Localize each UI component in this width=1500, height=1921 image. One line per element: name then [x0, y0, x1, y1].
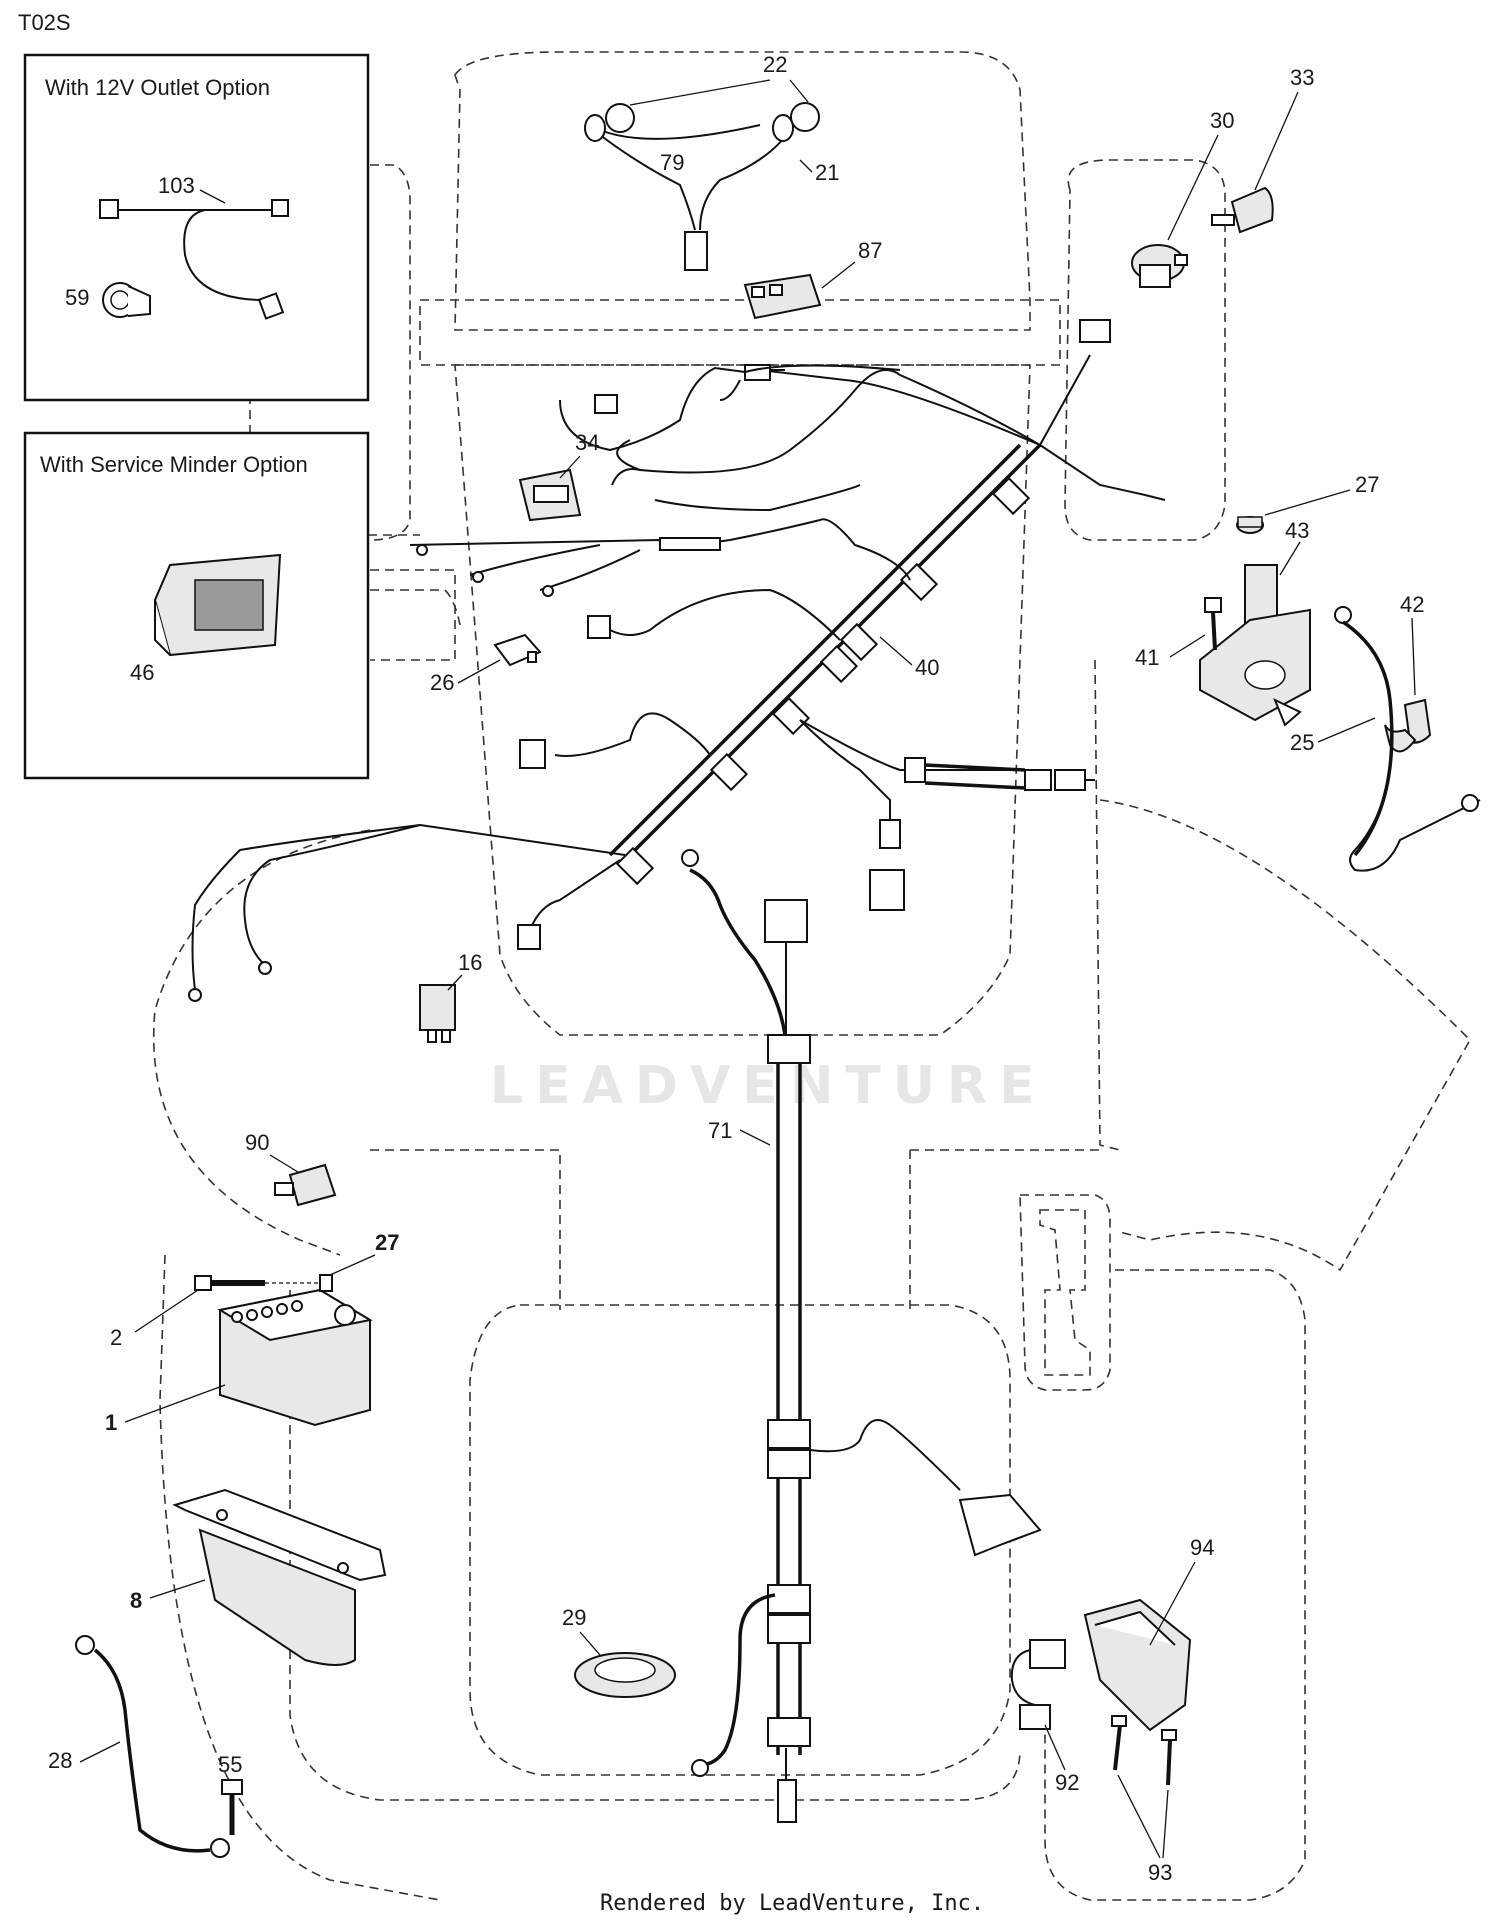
switch-bracket-94-icon — [1010, 1598, 1192, 1732]
label-43: 43 — [1285, 518, 1309, 543]
label-40: 40 — [915, 655, 939, 680]
label-92: 92 — [1055, 1770, 1079, 1795]
solenoid-icon — [1199, 564, 1311, 727]
inset-12v-outlet: With 12V Outlet Option 103 59 — [23, 53, 370, 402]
label-90: 90 — [245, 1130, 269, 1155]
connector-icon — [594, 394, 618, 414]
label-2: 2 — [110, 1325, 122, 1350]
service-minder-display-icon — [153, 553, 282, 657]
label-41: 41 — [1135, 645, 1159, 670]
inset-12v-outlet-title: With 12V Outlet Option — [45, 75, 270, 100]
connector-icon — [764, 899, 808, 943]
label-26: 26 — [430, 670, 454, 695]
label-33: 33 — [1290, 65, 1314, 90]
relay-16-icon — [419, 984, 456, 1043]
label-55: 55 — [218, 1752, 242, 1777]
battery-cable-25-icon — [1334, 606, 1481, 872]
grommet-icon — [574, 1652, 676, 1698]
connector-icon — [519, 739, 546, 769]
label-94: 94 — [1190, 1535, 1214, 1560]
label-93: 93 — [1148, 1860, 1172, 1885]
connector-icon — [869, 869, 905, 911]
diagram-code: T02S — [18, 10, 71, 35]
cable-71-icon — [681, 849, 1042, 1823]
connector-icon — [257, 292, 285, 320]
headlight-harness-icon — [584, 102, 820, 271]
label-87: 87 — [858, 238, 882, 263]
label-27-battery: 27 — [375, 1230, 399, 1255]
battery-tray-icon — [172, 1488, 387, 1666]
label-103: 103 — [158, 173, 195, 198]
bolt-icon — [1204, 597, 1222, 651]
fuse-icon — [493, 633, 542, 667]
connector-icon — [587, 615, 611, 639]
ground-cable-28-icon — [75, 1635, 230, 1858]
label-28: 28 — [48, 1748, 72, 1773]
label-16: 16 — [458, 950, 482, 975]
label-71: 71 — [708, 1118, 732, 1143]
label-27-top: 27 — [1355, 472, 1379, 497]
key-icon — [1211, 186, 1274, 234]
label-79: 79 — [660, 150, 684, 175]
label-25: 25 — [1290, 730, 1314, 755]
label-1: 1 — [105, 1410, 117, 1435]
label-22: 22 — [763, 52, 787, 77]
label-21: 21 — [815, 160, 839, 185]
screws-93-icon — [1111, 1715, 1177, 1786]
label-8: 8 — [130, 1588, 142, 1613]
connector-icon — [684, 231, 708, 271]
inset-service-minder: With Service Minder Option 46 — [23, 431, 370, 780]
outlet-socket-icon — [102, 282, 151, 318]
connector-icon — [879, 819, 901, 849]
label-29: 29 — [562, 1605, 586, 1630]
screw-icon — [221, 1779, 243, 1835]
washer-icon — [1236, 516, 1264, 534]
connector-icon — [1079, 319, 1111, 343]
ignition-switch-icon — [1131, 244, 1188, 288]
switch-87-icon — [743, 273, 822, 320]
label-34: 34 — [575, 430, 599, 455]
connector-icon — [1029, 1639, 1066, 1669]
battery-icon — [217, 1288, 373, 1427]
label-42: 42 — [1400, 592, 1424, 617]
connector-icon — [99, 199, 119, 219]
footer-credit: Rendered by LeadVenture, Inc. — [600, 1891, 984, 1916]
inset-service-minder-title: With Service Minder Option — [40, 452, 308, 477]
rocker-switch-icon — [518, 468, 582, 522]
watermark: LEADVENTURE — [490, 1056, 1047, 1116]
connector-icon — [271, 199, 289, 217]
connector-icon — [659, 537, 721, 551]
label-59: 59 — [65, 285, 89, 310]
connector-90-icon — [274, 1163, 337, 1207]
connector-icon — [517, 924, 541, 950]
label-46: 46 — [130, 660, 154, 685]
battery-bolt-icon — [194, 1274, 333, 1292]
main-harness-40 — [188, 319, 1166, 1002]
label-30: 30 — [1210, 108, 1234, 133]
